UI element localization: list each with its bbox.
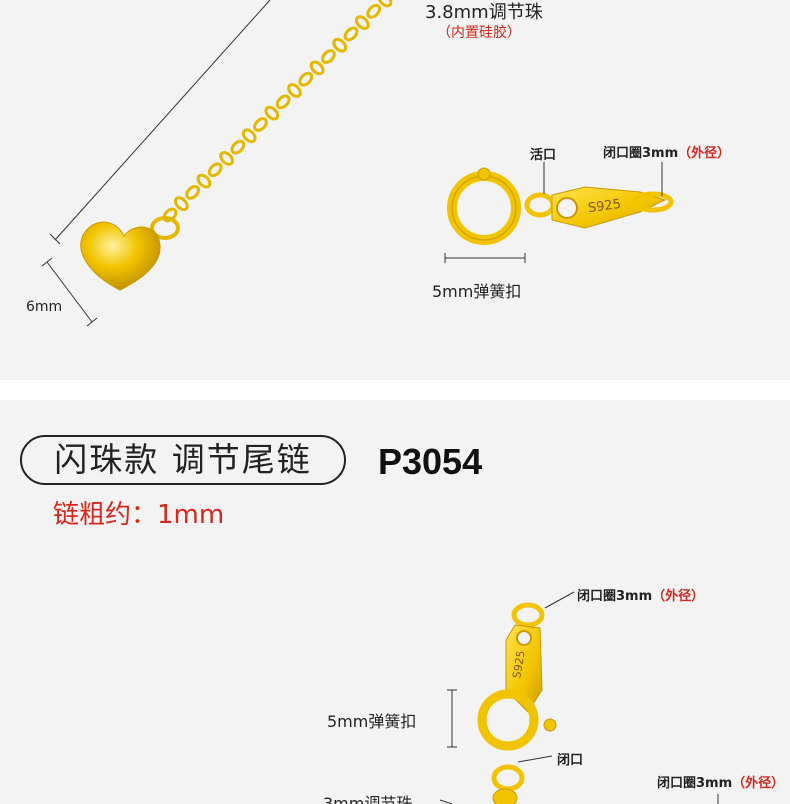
bead-size-label: 3.8mm调节珠 [425,2,543,23]
closed-ring-label: 闭口圈3mm（外径） [603,142,730,161]
chain-link [230,139,246,155]
closed-ring-note-2: （外径） [732,776,785,791]
closed-ring-size: 闭口圈3mm [577,589,653,604]
closed-ring-label: 闭口圈3mm（外径） [577,585,704,604]
bead-note-label: （内置硅胶） [437,25,521,41]
closed-ring-label-2: 闭口圈3mm（外径） [657,772,784,791]
product-code: P3054 [378,441,483,482]
chain-link [253,117,268,132]
product-panel-p3054: 闪珠款 调节尾链 P3054 链粗约：1mm S925 [0,400,790,804]
chain-link [275,94,291,110]
chain-link [207,162,223,178]
chain-link [321,49,336,64]
heart-size-label: 6mm [26,299,63,315]
closed-ring-size-2: 闭口圈3mm [657,776,733,791]
closed-label: 闭口 [557,753,584,768]
chain-link [287,83,302,98]
chain-thickness-label: 链粗约： [53,500,158,530]
product-panel-heart: 3.8mm调节珠 （内置硅胶） S925 活口 闭口圈3mm（外径） [0,0,790,380]
p3054-clasp-illustration [439,591,719,804]
chain-link [298,71,314,87]
heart-chain-illustration [41,0,393,327]
chain-link [377,0,393,8]
chain-link [354,15,370,31]
chain-link [185,184,201,200]
product-title: 闪珠款 调节尾链 [20,435,346,485]
chain-link [196,173,212,189]
chain-link [173,196,189,212]
closed-ring-note: （外径） [652,589,705,604]
chain-link [219,151,234,166]
chain-link [241,128,257,144]
bead-size-label: 3mm调节珠 [323,794,413,804]
chain-link [309,60,325,76]
closed-ring-size: 闭口圈3mm [603,146,679,161]
open-ring-label: 活口 [530,148,557,163]
clasp-size-label: 5mm弹簧扣 [327,712,417,731]
chain-thickness: 链粗约：1mm [53,495,224,535]
chain-link [366,3,382,19]
section-divider [0,380,790,400]
clasp-size-label: 5mm弹簧扣 [432,282,522,301]
chain-link [343,26,359,42]
chain-thickness-value: 1mm [157,500,225,530]
closed-ring-note: （外径） [678,146,731,161]
spring-clasp-illustration [444,162,674,263]
chain-link [332,37,348,53]
chain-link [264,105,280,121]
